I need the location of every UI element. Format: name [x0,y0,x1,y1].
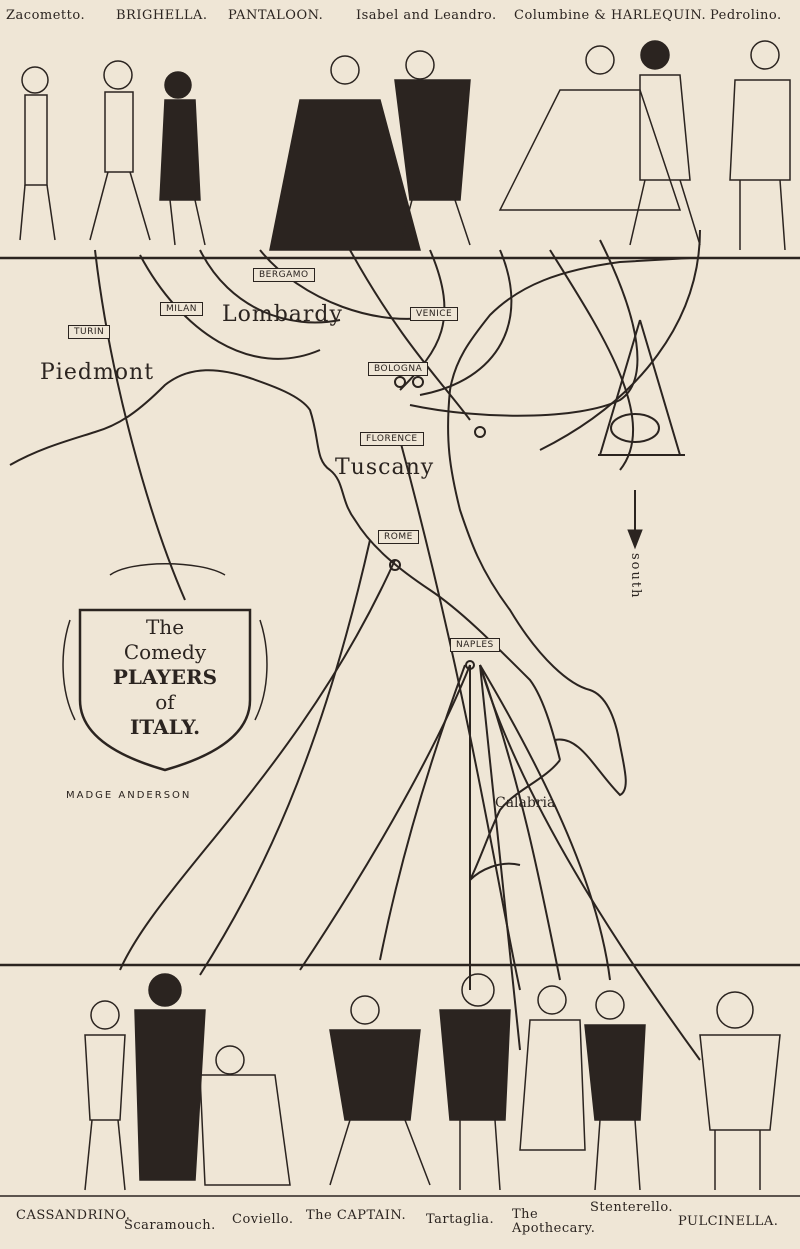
figure-coviello [199,1045,291,1186]
string-9 [409,239,639,417]
caption-pantaloon: PANTALOON. [228,8,324,23]
city-venice: VENICE [410,307,459,321]
figure-harlequin [629,40,701,246]
artist-credit: MADGE ANDERSON [66,790,192,801]
caption-apothecary: The Apothecary. [512,1207,596,1236]
string-20 [399,439,521,991]
bologna-pin-2 [412,376,424,388]
city-milan: MILAN [160,302,204,316]
caption-brighella: BRIGHELLA. [116,8,208,23]
string-11 [119,559,396,971]
figure-leandro [394,50,471,246]
title-line-5: ITALY. [129,715,201,739]
city-turin: TURIN [68,325,111,339]
figure-zacometto [19,66,56,241]
caption-cassandrino: CASSANDRINO. [16,1208,131,1223]
string-5 [349,249,471,421]
caption-pedrolino: Pedrolino. [710,8,782,23]
caption-zacometto: Zacometto. [6,8,86,23]
caption-pulcinella: PULCINELLA. [678,1214,779,1229]
figure-isabel [269,55,421,251]
caption-isabel-leandro: Isabel and Leandro. [356,8,497,23]
region-calabria: Calabria [495,795,556,811]
sicily-tip [469,862,521,881]
figure-scaramouch [134,973,206,1181]
figure-captain [329,995,431,1186]
figure-pedrolino [729,40,791,251]
caption-stenterello: Stenterello. [590,1200,674,1215]
swing-ropes [599,319,681,456]
figure-apothecary [519,985,586,1151]
compass-arrow [627,490,643,550]
italy-outline [9,257,691,797]
figure-columbine [498,45,682,211]
pin [474,426,486,438]
naples-pin [465,660,475,670]
title-shield [78,608,252,772]
figure-pantaloon [159,71,206,246]
cherub-figure [610,413,660,443]
region-tuscany: Tuscany [335,455,435,480]
title-line-1: The [145,615,185,639]
figure-brighella [89,60,151,241]
string-7 [419,249,513,396]
caption-coviello: Coviello. [232,1212,294,1227]
region-lombardy: Lombardy [222,302,343,327]
figure-tartaglia [439,973,511,1191]
string-1 [94,249,186,601]
city-rome: ROME [378,530,419,544]
string-2 [139,254,321,360]
title-line-3: PLAYERS [112,665,218,689]
string-16 [479,664,521,1051]
caption-columbine-harlequin: Columbine & HARLEQUIN. [514,8,707,23]
string-18 [479,664,611,981]
figure-pulcinella [699,991,781,1190]
compass-label: south [628,553,643,600]
string-10 [539,229,701,451]
string-13 [299,664,471,971]
title-line-2: Comedy [123,640,207,664]
title-block: The Comedy PLAYERS of ITALY. [85,615,245,740]
bottom-characters-row [84,973,781,1191]
city-naples: NAPLES [450,638,500,652]
string-14 [379,664,466,961]
caption-scaramouch: Scaramouch. [124,1218,216,1233]
top-characters-row [19,40,791,251]
city-florence: FLORENCE [360,432,424,446]
region-piedmont: Piedmont [40,360,155,385]
string-12 [199,539,371,976]
city-bologna: BOLOGNA [368,362,429,376]
bologna-pin-1 [394,376,406,388]
rome-pin [389,559,401,571]
figure-stenterello [584,990,646,1191]
shield-garland [62,563,268,721]
title-line-4: of [155,690,175,714]
figure-cassandrino [84,1000,126,1191]
caption-tartaglia: Tartaglia. [426,1212,495,1227]
string-6 [399,249,446,391]
string-19 [479,664,701,1061]
caption-captain: The CAPTAIN. [306,1208,407,1223]
string-8 [549,249,635,471]
adriatic-coast [469,759,561,881]
string-3 [199,249,341,324]
city-bergamo: BERGAMO [253,268,315,282]
